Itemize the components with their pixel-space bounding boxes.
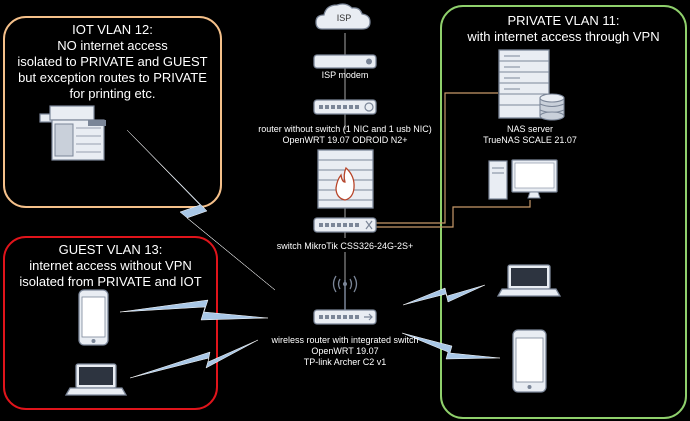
nas-label: NAS server TrueNAS SCALE 21.07 (483, 124, 577, 146)
printer-icon (39, 105, 106, 161)
desktop-pc-icon (488, 159, 558, 200)
isp-label: ISP (336, 13, 352, 23)
isp-cloud-icon (315, 3, 371, 30)
wireless-router-icon (313, 275, 377, 325)
wireless-link-laptop-private (402, 284, 486, 306)
wireless-link-printer (126, 129, 276, 291)
isp-modem-label: ISP modem (321, 70, 369, 80)
private-phone-icon (512, 329, 547, 393)
private-laptop-icon (496, 264, 562, 297)
iot-zone-line-4: for printing etc. (69, 86, 156, 101)
router-label: router without switch (1 NIC and 1 usb N… (258, 124, 432, 146)
nas-label-line-1: NAS server (506, 124, 553, 134)
wireless-link-phone-private (401, 332, 501, 360)
guest-zone-title: GUEST VLAN 13: internet access without V… (4, 242, 217, 290)
wireless-router-label-line-3: TP-link Archer C2 v1 (303, 357, 387, 367)
iot-zone-title: IOT VLAN 12: NO internet access isolated… (4, 22, 221, 102)
nas-server-icon (498, 49, 565, 121)
switch-icon (313, 217, 377, 233)
iot-zone-line-1: NO internet access (57, 38, 168, 53)
iot-zone-line-2: isolated to PRIVATE and GUEST (17, 54, 208, 69)
wireless-router-label-line-2: OpenWRT 19.07 (311, 346, 379, 356)
private-links (372, 92, 531, 228)
guest-zone-line-1: internet access without VPN (29, 258, 192, 273)
isp-modem-icon (313, 54, 377, 69)
database-icon (539, 93, 565, 121)
guest-phone-icon (78, 289, 109, 346)
private-zone-line-1: with internet access through VPN (467, 29, 660, 44)
switch-label: switch MikroTik CSS326-24G-2S+ (276, 241, 414, 251)
iot-zone-heading: IOT VLAN 12: (72, 22, 153, 37)
guest-zone-box (3, 236, 218, 410)
private-zone-title: PRIVATE VLAN 11: with internet access th… (441, 13, 686, 45)
wireless-link-phone-guest (119, 299, 269, 321)
wireless-router-label-line-1: wireless router with integrated switch (271, 335, 419, 345)
router-icon (313, 99, 377, 115)
guest-zone-heading: GUEST VLAN 13: (58, 242, 163, 257)
guest-laptop-icon (64, 363, 128, 396)
nas-label-line-2: TrueNAS SCALE 21.07 (483, 135, 577, 145)
router-label-line-1: router without switch (1 NIC and 1 usb N… (258, 124, 432, 134)
iot-zone-line-3: but exception routes to PRIVATE (18, 70, 207, 85)
guest-zone-line-2: isolated from PRIVATE and IOT (19, 274, 202, 289)
wireless-router-label: wireless router with integrated switch O… (271, 335, 418, 368)
private-zone-heading: PRIVATE VLAN 11: (507, 13, 620, 28)
router-label-line-2: OpenWRT 19.07 ODROID N2+ (282, 135, 408, 145)
wireless-links (119, 129, 501, 379)
wireless-link-laptop-guest (129, 339, 259, 379)
firewall-icon (317, 149, 374, 209)
